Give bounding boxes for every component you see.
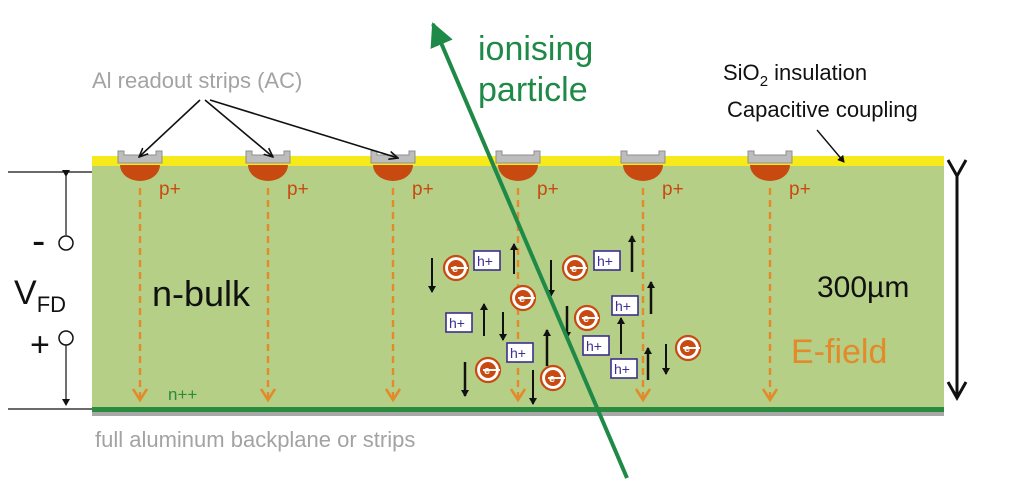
aluminium-strip [747, 150, 793, 164]
p-plus-implant [750, 165, 790, 181]
strip: p+ [370, 150, 434, 400]
svg-text:e: e [684, 343, 690, 355]
svg-text:e: e [519, 293, 525, 305]
electron-icon: e [573, 304, 601, 332]
readout-strips-label: Al readout strips (AC) [92, 68, 302, 93]
aluminium-backplane [92, 412, 944, 416]
minus-sign: - [32, 219, 45, 263]
p-plus-implant [120, 165, 160, 181]
svg-text:e: e [452, 263, 458, 275]
hole-icon: h+ [473, 250, 501, 271]
n-plus-plus-label: n++ [168, 385, 197, 404]
hole-icon: h+ [611, 295, 639, 316]
n-plus-plus-layer [92, 407, 944, 412]
hole-icon: h+ [593, 250, 621, 271]
sio2-insulation-label: SiO2 insulation [723, 60, 867, 90]
minus-terminal-icon [58, 235, 74, 251]
thickness-label: 300µm [817, 271, 909, 304]
electron-icon: e [561, 254, 589, 282]
svg-text:h+: h+ [615, 298, 631, 314]
hole-icon: h+ [506, 342, 534, 363]
strip: p+ [245, 150, 309, 400]
electron-icon: e [509, 284, 537, 312]
pointer-arrow [209, 99, 398, 158]
svg-text:h+: h+ [597, 253, 613, 269]
svg-text:h+: h+ [477, 253, 493, 269]
electron-icon: e [442, 254, 470, 282]
strip: p+ [747, 150, 811, 400]
p-plus-label: p+ [287, 179, 309, 200]
svg-text:e: e [571, 263, 577, 275]
svg-text:e: e [583, 313, 589, 325]
electron-icon: e [674, 334, 702, 362]
particle-label-line2: particle [478, 71, 588, 109]
svg-text:h+: h+ [449, 315, 465, 331]
e-field-label: E-field [791, 333, 887, 371]
hole-icon: h+ [445, 312, 473, 333]
oxide-pointer-arrow [816, 129, 845, 163]
svg-text:h+: h+ [510, 345, 526, 361]
svg-text:e: e [484, 365, 490, 377]
p-plus-label: p+ [789, 179, 811, 200]
ionising-particle-track [430, 22, 629, 479]
readout-pointer-arrows [139, 99, 398, 158]
capacitive-coupling-label: Capacitive coupling [727, 97, 918, 122]
svg-text:h+: h+ [614, 361, 630, 377]
pointer-arrow [204, 99, 273, 157]
p-plus-implant [373, 165, 413, 181]
plus-sign: + [30, 326, 50, 364]
p-plus-label: p+ [159, 179, 181, 200]
strip: p+ [495, 150, 559, 400]
electron-icon: e [539, 364, 567, 392]
p-plus-label: p+ [412, 179, 434, 200]
bias-voltage-symbol [8, 170, 92, 410]
svg-text:h+: h+ [586, 338, 602, 354]
hole-icon: h+ [582, 335, 610, 356]
plus-terminal-icon [58, 330, 74, 346]
backplane-label: full aluminum backplane or strips [95, 427, 415, 452]
aluminium-strip [495, 150, 541, 164]
pointer-arrow [139, 99, 201, 157]
p-plus-label: p+ [537, 179, 559, 200]
p-plus-implant [248, 165, 288, 181]
vfd-label: VFD [14, 274, 66, 317]
strip: p+ [620, 150, 684, 400]
p-plus-label: p+ [662, 179, 684, 200]
particle-label-line1: ionising [478, 30, 593, 68]
charge-carriers: e e e e e e e h+ h+ h+ h+ h+ h+ h+ [428, 235, 702, 405]
electron-icon: e [474, 356, 502, 384]
hole-icon: h+ [610, 358, 638, 379]
n-bulk-label: n-bulk [152, 273, 251, 314]
p-plus-implant [498, 165, 538, 181]
aluminium-strip [620, 150, 666, 164]
p-plus-implant [623, 165, 663, 181]
svg-text:e: e [549, 373, 555, 385]
